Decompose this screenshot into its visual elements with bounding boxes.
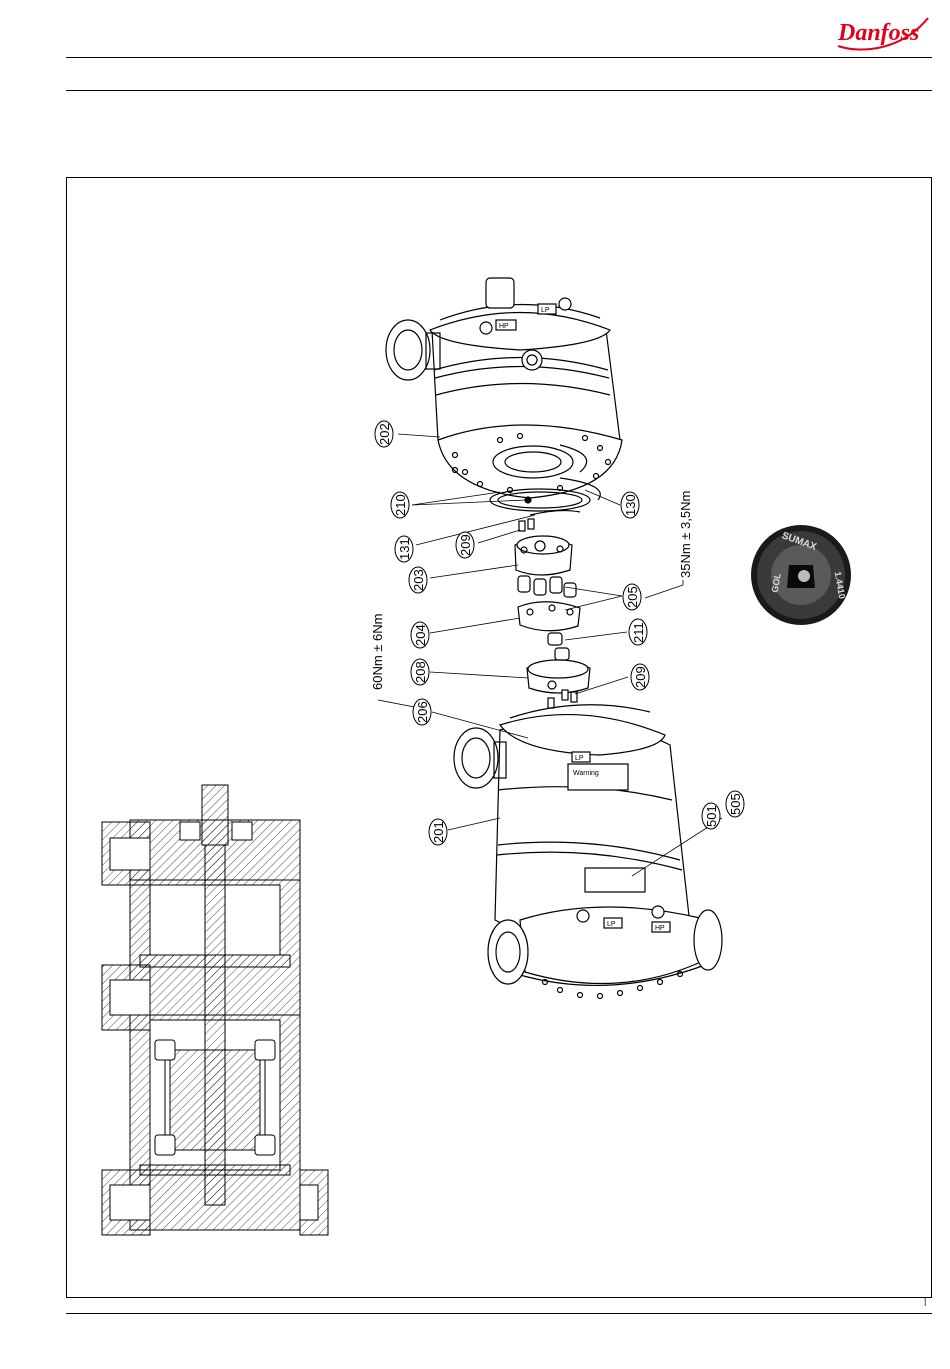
cylinder-208: [527, 660, 590, 693]
page-number: |: [924, 1296, 926, 1306]
callout-211: 211: [631, 622, 646, 643]
callout-210: 210: [393, 494, 408, 516]
warning-label: Warning: [573, 770, 599, 777]
callout-203: 203: [411, 569, 426, 591]
callout-505: 505: [728, 793, 743, 815]
port-plate-203: [515, 536, 572, 575]
lp-port-label-top: LP: [541, 307, 550, 314]
callout-208: 208: [413, 661, 428, 683]
callout-204: 204: [413, 624, 428, 646]
lower-housing: LP Warning LP HP: [454, 705, 722, 999]
hp-port-label-bottom: HP: [655, 925, 665, 932]
callout-202: 202: [377, 423, 392, 445]
callout-130: 130: [623, 494, 638, 516]
callout-201: 201: [431, 821, 446, 843]
callout-131: 131: [397, 538, 412, 560]
torque-note-lower: 60Nm ± 6Nm: [370, 614, 385, 690]
upper-housing: HP LP: [386, 278, 622, 498]
lp-port-label-bottom: LP: [607, 921, 616, 928]
section-view: [102, 785, 328, 1235]
pistons-205: [518, 576, 576, 597]
callout-205: 205: [625, 586, 640, 608]
lp-port-label-lower: LP: [575, 755, 584, 762]
valve-plate-204: [518, 602, 580, 631]
callout-501: 501: [704, 805, 719, 827]
torque-note-upper: 35Nm ± 3,5Nm: [678, 491, 693, 578]
callout-209-upper: 209: [458, 534, 473, 556]
plug-photo: SUMAX 1.4410 GOL: [751, 525, 851, 625]
hp-port-label-top: HP: [499, 323, 509, 330]
callout-209-lower: 209: [633, 666, 648, 688]
callout-206: 206: [415, 701, 430, 723]
